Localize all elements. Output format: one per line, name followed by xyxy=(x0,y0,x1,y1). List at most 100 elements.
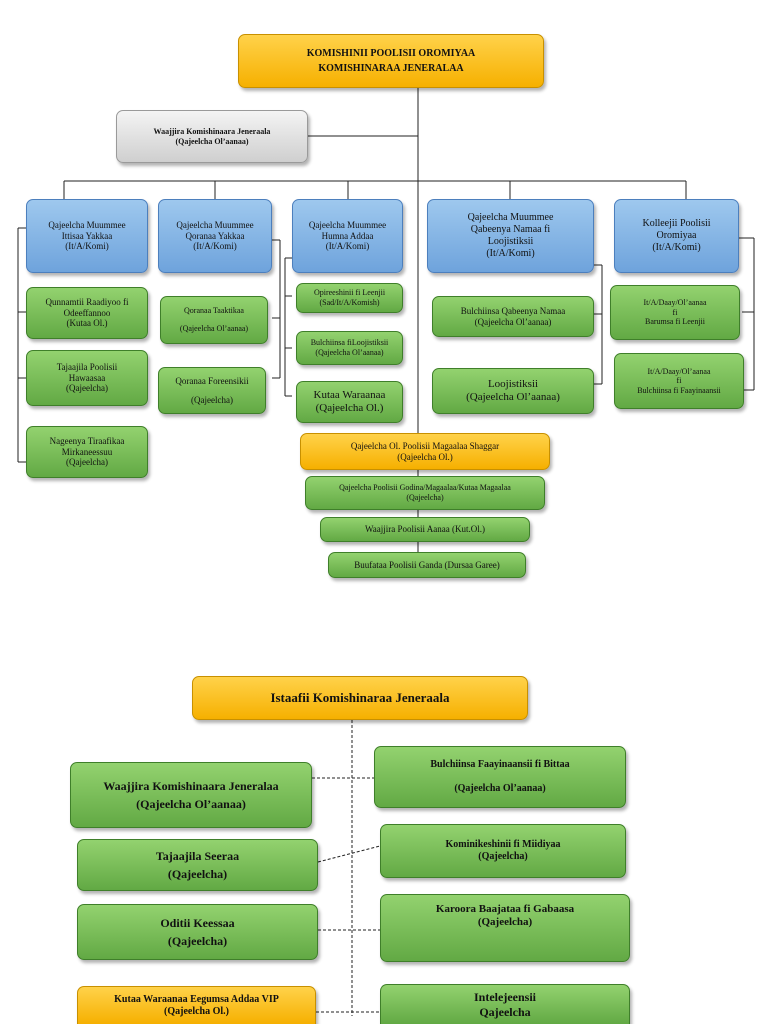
box-line: Humna Addaa xyxy=(321,230,374,241)
box-line: (Qajeelcha) xyxy=(477,916,533,929)
box-line: (Qajeelcha Ol’aanaa) xyxy=(175,136,249,146)
box-line: (Qajeelcha) xyxy=(167,866,228,881)
box-line: (It/A/Komi) xyxy=(65,241,109,252)
box-line: Qoranaa Taaktikaa xyxy=(184,306,244,316)
box-line: (Sad/It/A/Komish) xyxy=(319,298,380,307)
subunit-box: Loojistiksii (Qajeelcha Ol’aanaa) xyxy=(432,368,594,414)
staff-header-box: Istaafii Komishinaraa Jeneraala xyxy=(192,676,528,720)
box-line: Waajjira Komishinaara Jeneralaa xyxy=(103,778,279,793)
box-line: Qajeelcha Ol. Poolisii Magaalaa Shaggar xyxy=(350,440,500,451)
box-line: (Qajeelcha Ol.) xyxy=(164,1005,229,1017)
box-line: Opireeshinii fi Leenjii xyxy=(313,288,386,298)
box-line: Kutaa Waraanaa Eegumsa Addaa VIP xyxy=(114,993,279,1005)
box-line: Qajeelcha Poolisii Godina/Magaalaa/Kutaa… xyxy=(339,483,511,493)
box-line: (Kutaa Ol.) xyxy=(66,318,108,329)
box-line: Ittisaa Yakkaa xyxy=(61,230,113,241)
box-line: Odeeffannoo xyxy=(63,307,111,318)
box-line: Qabeenya Namaa fi xyxy=(470,224,551,235)
unit-box: Qajeelcha Muummee Ittisaa Yakkaa (It/A/K… xyxy=(26,199,148,273)
box-line: (It/A/Komi) xyxy=(193,241,237,252)
staff-left-box: Tajaajila Seeraa (Qajeelcha) xyxy=(77,839,318,891)
box-line: (Qajeelcha Ol’aanaa) xyxy=(179,324,249,333)
box-line: Qajeelcha Muummee xyxy=(176,219,254,230)
box-line: Bulchiinsa Faayinaansii fi Bittaa xyxy=(430,759,570,770)
box-line: KOMISHINARAA JENERALAA xyxy=(318,62,464,74)
box-line: (Qajeelcha) xyxy=(191,394,233,405)
box-line: Loojistiksii xyxy=(487,236,534,247)
station-police-box: Buufataa Poolisii Ganda (Dursaa Garee) xyxy=(328,552,526,578)
box-line: (Qajeelcha Ol.) xyxy=(315,402,384,414)
subunit-box: Qoranaa Taaktikaa (Qajeelcha Ol’aanaa) xyxy=(160,296,268,344)
box-line: Kolleejii Poolisii xyxy=(642,218,711,229)
subunit-box: Opireeshinii fi Leenjii (Sad/It/A/Komish… xyxy=(296,283,403,313)
box-line: Tajaajila Seeraa xyxy=(155,849,240,864)
unit-box: Qajeelcha Muummee Humna Addaa (It/A/Komi… xyxy=(292,199,403,273)
subunit-box: Tajaajila Poolisii Hawaasaa (Qajeelcha) xyxy=(26,350,148,406)
box-line: Bulchiinsa fiLoojistiksii xyxy=(310,338,389,348)
box-line: (Qajeelcha) xyxy=(478,851,528,862)
staff-left-box: Kutaa Waraanaa Eegumsa Addaa VIP (Qajeel… xyxy=(77,986,316,1024)
box-line: Qoranaa Yakkaa xyxy=(185,230,245,241)
box-line: Mirkaneessuu xyxy=(61,446,113,457)
box-line: Kominikeshinii fi Miidiyaa xyxy=(445,839,561,850)
subunit-box: Bulchiinsa Qabeenya Namaa (Qajeelcha Ol’… xyxy=(432,296,594,337)
staff-right-box: Kominikeshinii fi Miidiyaa (Qajeelcha) xyxy=(380,824,626,878)
subunit-box: It/A/Daay/Ol’aanaa fi Barumsa fi Leenjii xyxy=(610,285,740,340)
box-line: Oromiyaa xyxy=(656,230,697,241)
city-police-box: Qajeelcha Ol. Poolisii Magaalaa Shaggar … xyxy=(300,433,550,470)
box-line: (Qajeelcha) xyxy=(66,457,108,468)
box-line: Qajeelcha Muummee xyxy=(308,219,387,230)
box-line: (Qajeelcha Ol’aanaa) xyxy=(136,797,246,811)
subunit-box: Qoranaa Foreensikii (Qajeelcha) xyxy=(158,367,266,414)
unit-box: Qajeelcha Muummee Qabeenya Namaa fi Looj… xyxy=(427,199,594,273)
box-line: Karoora Baajataa fi Gabaasa xyxy=(435,903,575,915)
box-line: Nageenya Tiraafikaa xyxy=(49,435,125,446)
subunit-box: It/A/Daay/Ol’aanaa fi Bulchiinsa fi Faay… xyxy=(614,353,744,409)
staff-left-box: Oditii Keessaa (Qajeelcha) xyxy=(77,904,318,960)
box-line: (It/A/Komi) xyxy=(325,241,370,252)
box-line: (Qajeelcha Ol’aanaa) xyxy=(474,316,552,327)
box-line: Hawaasaa xyxy=(68,372,106,383)
box-line: (Qajeelcha) xyxy=(167,933,228,948)
box-line: Barumsa fi Leenjii xyxy=(645,317,705,327)
box-line: (Qajeelcha Ol’aanaa) xyxy=(466,391,560,403)
box-line: KOMISHINII POOLISII OROMIYAA xyxy=(306,47,476,59)
unit-box: Kolleejii Poolisii Oromiyaa (It/A/Komi) xyxy=(614,199,739,273)
box-line: Waajjira Komishinaara Jeneraala xyxy=(153,126,271,136)
box-line: It/A/Daay/Ol’aanaa xyxy=(643,298,707,308)
staff-right-box: Karoora Baajataa fi Gabaasa (Qajeelcha) xyxy=(380,894,630,962)
commissioner-office-box: Waajjira Komishinaara Jeneraala (Qajeelc… xyxy=(116,110,308,163)
box-line: Qunnamtii Raadiyoo fi xyxy=(45,296,129,307)
box-line: Qoranaa Foreensikii xyxy=(175,375,249,386)
box-line: Qajeelcha Muummee xyxy=(467,212,554,223)
box-line: Bulchiinsa fi Faayinaansii xyxy=(637,385,721,395)
box-line: Waajjira Poolisii Aanaa (Kut.Ol.) xyxy=(365,524,485,535)
box-line: (It/A/Komi) xyxy=(652,242,701,253)
box-line: Oditii Keessaa xyxy=(160,916,235,931)
box-line: Istaafii Komishinaraa Jeneraala xyxy=(270,690,450,706)
subunit-box: Bulchiinsa fiLoojistiksii (Qajeelcha Ol’… xyxy=(296,331,403,365)
box-line: (Qajeelcha) xyxy=(406,493,444,502)
box-line: (Qajeelcha) xyxy=(66,383,108,394)
box-line: Loojistiksii xyxy=(487,377,539,390)
box-line: Buufataa Poolisii Ganda (Dursaa Garee) xyxy=(354,559,500,570)
district-police-box: Waajjira Poolisii Aanaa (Kut.Ol.) xyxy=(320,517,530,542)
box-line: Bulchiinsa Qabeenya Namaa xyxy=(460,305,566,316)
box-line: (Qajeelcha Ol’aanaa) xyxy=(315,348,384,357)
box-line: Intelejeensii xyxy=(474,990,536,1005)
unit-box: Qajeelcha Muummee Qoranaa Yakkaa (It/A/K… xyxy=(158,199,272,273)
box-line: Qajeelcha Muummee xyxy=(48,219,126,230)
box-line: Tajaajila Poolisii xyxy=(56,361,118,372)
commissioner-general-box: KOMISHINII POOLISII OROMIYAA KOMISHINARA… xyxy=(238,34,544,88)
box-line: fi xyxy=(676,376,682,386)
staff-right-box: Bulchiinsa Faayinaansii fi Bittaa (Qajee… xyxy=(374,746,626,808)
box-line: Qajeelcha xyxy=(479,1004,531,1019)
box-line: (It/A/Komi) xyxy=(486,248,535,259)
subunit-box: Kutaa Waraanaa (Qajeelcha Ol.) xyxy=(296,381,403,423)
subunit-box: Qunnamtii Raadiyoo fi Odeeffannoo (Kutaa… xyxy=(26,287,148,339)
box-line: Kutaa Waraanaa xyxy=(313,388,386,401)
staff-right-box: Intelejeensii Qajeelcha xyxy=(380,984,630,1024)
box-line: fi xyxy=(672,307,678,317)
zone-police-box: Qajeelcha Poolisii Godina/Magaalaa/Kutaa… xyxy=(305,476,545,510)
